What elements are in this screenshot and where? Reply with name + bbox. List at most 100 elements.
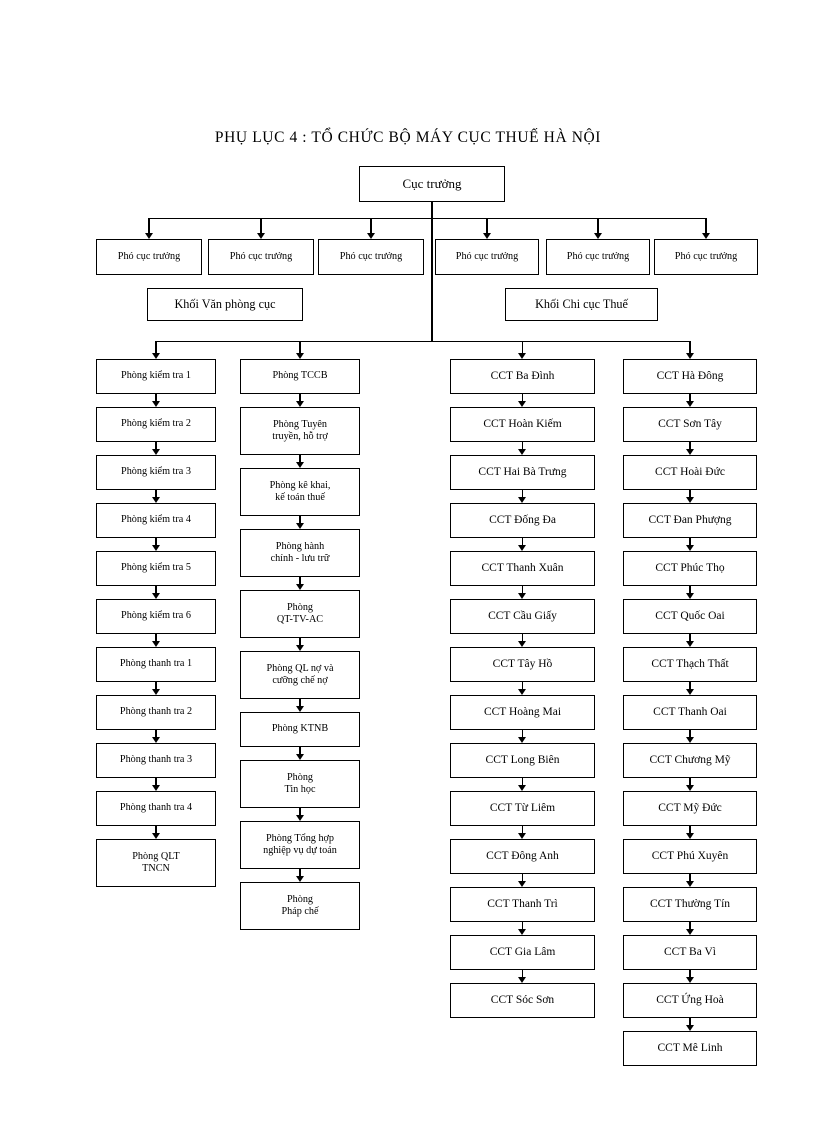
connector-chain-3-10	[521, 826, 524, 833]
node-cct-soc-son: CCT Sóc Sơn	[450, 983, 595, 1018]
arrow-head-icon	[518, 544, 527, 551]
arrow-head-icon	[151, 832, 160, 839]
connector-chain-1-7	[155, 682, 157, 689]
arrow-head-icon	[295, 705, 304, 712]
node-label: CCT Đống Đa	[489, 514, 556, 527]
connector-column-drop-4	[689, 341, 691, 353]
connector-chain-3-1	[521, 394, 524, 401]
connector-chain-2-1	[299, 394, 301, 401]
connector-chain-4-12	[689, 922, 691, 929]
page-title: PHỤ LỤC 4 : TỔ CHỨC BỘ MÁY CỤC THUẾ HÀ N…	[214, 129, 602, 146]
arrow-head-icon	[518, 640, 527, 647]
node-cct-hoang-mai: CCT Hoàng Mai	[450, 695, 595, 730]
node-label: CCT Đan Phượng	[648, 514, 732, 527]
arrow-head-icon	[151, 448, 160, 455]
node-label: CCT Hoàng Mai	[483, 706, 562, 719]
node-label: Phó cục trưởng	[674, 250, 738, 262]
arrow-head-icon	[518, 688, 527, 695]
node-label: Khối Chi cục Thuế	[535, 297, 628, 312]
connector-chain-4-13	[689, 970, 691, 977]
arrow-head-icon	[366, 232, 375, 239]
node-phong-kiem-tra-6: Phòng kiểm tra 6	[96, 599, 216, 634]
arrow-head-icon	[685, 640, 694, 647]
connector-chain-1-2	[155, 442, 157, 449]
arrow-head-icon	[256, 232, 265, 239]
node-phong-thanh-tra-1: Phòng thanh tra 1	[96, 647, 216, 682]
arrow-head-icon	[685, 784, 694, 791]
connector-deputy-drop-6	[705, 218, 707, 233]
arrow-head-icon	[685, 592, 694, 599]
node-label: Phó cục trưởng	[566, 250, 630, 262]
node-label: Phòng kiểm tra 3	[121, 466, 191, 478]
connector-chain-2-9	[299, 869, 301, 876]
node-phong-thanh-tra-4: Phòng thanh tra 4	[96, 791, 216, 826]
connector-chain-4-9	[689, 778, 691, 785]
node-label: CCT Thanh Oai	[653, 706, 727, 719]
arrow-head-icon	[685, 496, 694, 503]
node-label: Phó cục trưởng	[229, 250, 293, 262]
arrow-head-icon	[151, 496, 160, 503]
node-label: Phòng kiểm tra 1	[121, 370, 191, 382]
node-label: CCT Sơn Tây	[658, 418, 722, 431]
node-label: CCT Hai Bà Trưng	[478, 466, 567, 479]
node-cct-phu-xuyen: CCT Phú Xuyên	[623, 839, 757, 874]
arrow-head-icon	[518, 496, 527, 503]
node-label: Phòng KTNB	[271, 723, 329, 735]
node-cct-ha-dong: CCT Hà Đông	[623, 359, 757, 394]
arrow-head-icon	[151, 544, 160, 551]
node-label: CCT Đông Anh	[486, 850, 559, 863]
connector-chain-2-8	[299, 808, 301, 815]
arrow-head-icon	[701, 232, 710, 239]
node-label: Phòng thanh tra 2	[119, 706, 193, 718]
connector-chain-4-11	[689, 874, 691, 881]
arrow-head-icon	[518, 928, 527, 935]
node-phong-thanh-tra-3: Phòng thanh tra 3	[96, 743, 216, 778]
connector-column-drop-2	[299, 341, 301, 353]
arrow-head-icon	[295, 583, 304, 590]
node-label: CCT Thường Tín	[649, 898, 731, 911]
connector-main-spine	[431, 218, 433, 341]
node-cct-gia-lam: CCT Gia Lâm	[450, 935, 595, 970]
node-label: CCT Mỹ Đức	[658, 802, 722, 815]
node-pho-cuc-truong-2: Phó cục trưởng	[208, 239, 314, 275]
connector-deputy-bus	[149, 218, 706, 220]
arrow-head-icon	[518, 784, 527, 791]
node-cct-my-duc: CCT Mỹ Đức	[623, 791, 757, 826]
arrow-head-icon	[685, 544, 694, 551]
node-label: CCT Phú Xuyên	[651, 850, 729, 863]
connector-deputy-drop-3	[370, 218, 372, 233]
connector-column-drop-1	[155, 341, 157, 353]
node-label: Phòng kiểm tra 6	[121, 610, 191, 622]
node-label: CCT Thanh Trì	[487, 898, 558, 911]
node-label: Khối Văn phòng cục	[174, 297, 276, 312]
arrow-head-icon	[518, 736, 527, 743]
node-label: Phó cục trưởng	[339, 250, 403, 262]
node-phong-kiem-tra-5: Phòng kiểm tra 5	[96, 551, 216, 586]
arrow-head-icon	[685, 832, 694, 839]
node-cct-ung-hoa: CCT Ứng Hoà	[623, 983, 757, 1018]
connector-chain-1-4	[155, 538, 157, 545]
connector-deputy-drop-4	[486, 218, 488, 233]
connector-chain-1-6	[155, 634, 157, 641]
node-pho-cuc-truong-6: Phó cục trưởng	[654, 239, 758, 275]
arrow-head-icon	[151, 784, 160, 791]
connector-chain-4-3	[689, 490, 691, 497]
node-label: CCT Cầu Giấy	[488, 610, 557, 623]
node-pho-cuc-truong-5: Phó cục trưởng	[546, 239, 650, 275]
connector-chain-2-3	[299, 516, 301, 523]
connector-root-stem	[431, 202, 433, 218]
node-label: Cục trưởng	[402, 176, 462, 192]
node-pho-cuc-truong-1: Phó cục trưởng	[96, 239, 202, 275]
node-label: CCT Quốc Oai	[655, 610, 725, 623]
connector-chain-4-2	[689, 442, 691, 449]
arrow-head-icon	[518, 832, 527, 839]
arrow-head-icon	[151, 400, 160, 407]
node-cct-ba-vi: CCT Ba Vì	[623, 935, 757, 970]
